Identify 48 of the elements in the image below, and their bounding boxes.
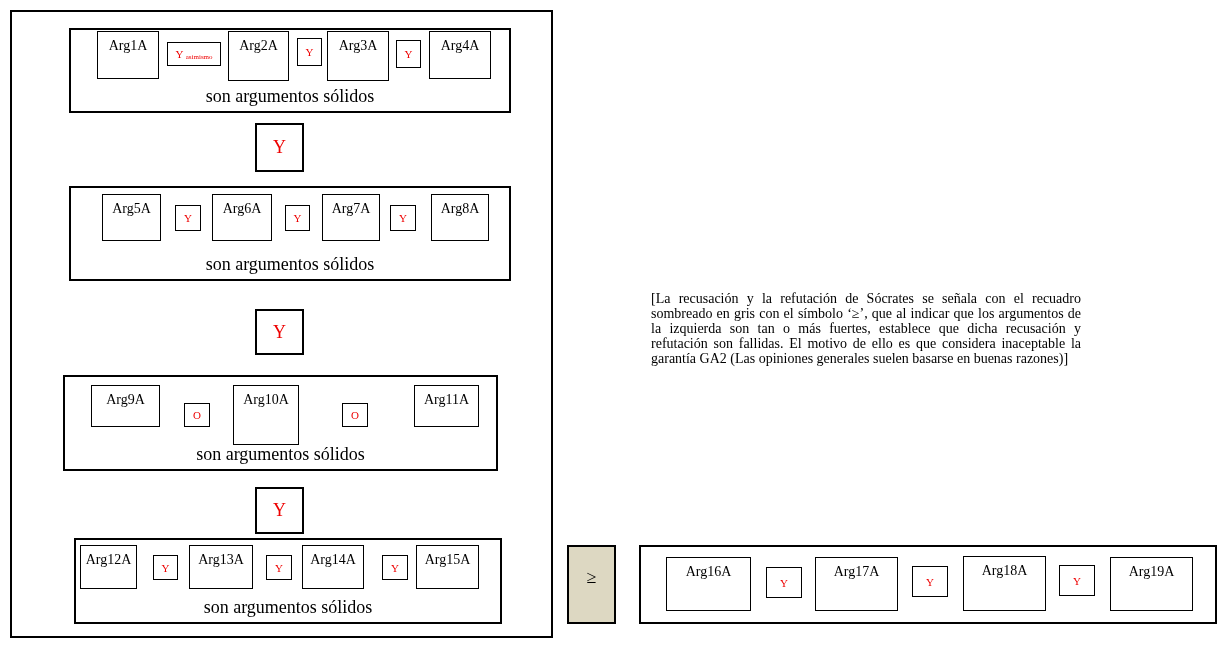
group-box: [74, 538, 502, 624]
connector-box: Y: [766, 567, 802, 598]
argument-box: Arg13A: [189, 545, 253, 589]
group-caption: son argumentos sólidos: [196, 444, 365, 465]
group-caption: son argumentos sólidos: [205, 254, 375, 275]
connector-box: Y: [382, 555, 408, 580]
argument-box: Arg9A: [91, 385, 160, 427]
argument-box: Arg11A: [414, 385, 479, 427]
argument-box: Arg16A: [666, 557, 751, 611]
connector-box: Y: [297, 38, 322, 66]
connector-box: Y: [390, 205, 416, 231]
connector-box: Y: [255, 123, 304, 172]
argument-box: Arg4A: [429, 31, 491, 79]
note-text: [La recusación y la refutación de Sócrates se señala con el recuadro sombreado en gris con el símbolo ‘≥’, que al indicar que los argumentos de la izquierda son tan o más fuertes, establece que dicha recusación y refutación son fallidas. El motivo de ello es que considera inaceptable la garantía GA2 (Las opiniones generales suelen basarse en buenas razones)]: [651, 291, 1081, 366]
argument-box: Arg3A: [327, 31, 389, 81]
connector-box: Y: [912, 566, 948, 597]
connector-box: Y: [285, 205, 310, 231]
argument-box: Arg19A: [1110, 557, 1193, 611]
group-box: [69, 186, 511, 281]
connector-box: Y: [153, 555, 178, 580]
argument-box: Arg12A: [80, 545, 137, 589]
connector-box: Y: [266, 555, 292, 580]
group-caption: son argumentos sólidos: [205, 86, 375, 107]
frame-box: [10, 10, 553, 638]
group-box: [63, 375, 498, 471]
argument-box: Arg8A: [431, 194, 489, 241]
argument-box: Arg17A: [815, 557, 898, 611]
argument-box: Arg1A: [97, 31, 159, 79]
argument-box: Arg10A: [233, 385, 299, 445]
symbol-box: ≥: [567, 545, 616, 624]
argument-box: Arg18A: [963, 556, 1046, 611]
group-box: [69, 28, 511, 113]
group-caption: son argumentos sólidos: [203, 597, 373, 618]
argument-box: Arg15A: [416, 545, 479, 589]
argument-box: Arg7A: [322, 194, 380, 241]
connector-box: Y: [396, 40, 421, 68]
connector-box: Y $_{asimismo}$: [167, 42, 221, 66]
connector-box: Y: [255, 309, 304, 355]
argument-box: Arg14A: [302, 545, 364, 589]
connector-box: O: [184, 403, 210, 427]
connector-box: O: [342, 403, 368, 427]
connector-box: Y: [1059, 565, 1095, 596]
argument-box: Arg5A: [102, 194, 161, 241]
group-box: [639, 545, 1217, 624]
connector-box: Y: [255, 487, 304, 534]
argument-box: Arg6A: [212, 194, 272, 241]
connector-box: Y: [175, 205, 201, 231]
argument-box: Arg2A: [228, 31, 289, 81]
